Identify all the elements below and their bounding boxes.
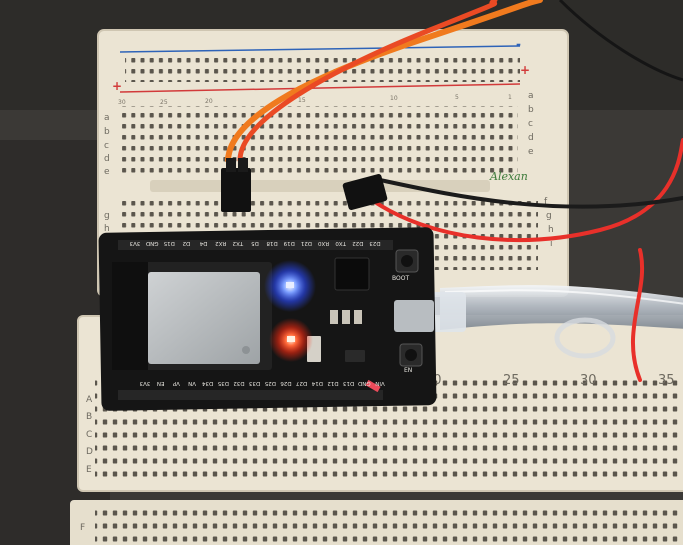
pin-bottom-gnd: GND (358, 380, 371, 386)
rail-plus-left: + (112, 79, 122, 93)
pin-top-rx0: RX0 (318, 240, 330, 246)
red-wire-1 (237, 0, 498, 163)
bottom-row-c: C (86, 430, 92, 440)
col-num-25: 25 (160, 99, 168, 106)
pin-bottom-d25: D25 (264, 380, 276, 386)
rail-blue-line (119, 45, 521, 53)
col-num-10: 10 (390, 95, 398, 102)
bottom-col-30: 30 (580, 373, 597, 388)
en-label: EN (404, 367, 412, 374)
bottom-row-d: D (86, 447, 93, 457)
pin-top-d18: D18 (266, 240, 278, 246)
col-num-15: 15 (298, 97, 306, 104)
pin-top-d21: D21 (301, 240, 312, 246)
row-a-right: a (528, 91, 534, 101)
pin-bottom-d32: D32 (233, 380, 244, 386)
col-num-1: 1 (508, 94, 512, 101)
pin-bottom-d26: D26 (280, 380, 292, 386)
pin-top-d22: D22 (352, 240, 363, 246)
pin-top-tx0: TX0 (335, 240, 347, 246)
pin-top-tx2: TX2 (233, 240, 245, 246)
pin-labels-bottom: D23 D22 TX0 RX0 D21 D19 D18 D5 TX2 RX2 D4 D2 D15 GND 3… (129, 240, 380, 246)
row-f-right: f (544, 197, 548, 207)
header-bottom (118, 390, 383, 400)
row-c-left: c (104, 141, 109, 151)
pin-top-d23: D23 (369, 240, 381, 246)
orange-wire (225, 0, 543, 163)
boot-label: BOOT (392, 275, 409, 282)
rail-red-line (119, 83, 521, 93)
esp32-board: BOOT EN (98, 227, 437, 411)
pin-top-d4: D4 (199, 240, 207, 246)
red-led (287, 336, 295, 342)
pin-top-d2: D2 (183, 240, 191, 246)
row-e-right: e (528, 147, 534, 157)
lower-breadboard-strip: F (70, 500, 683, 545)
pin-top-rx2: RX2 (215, 240, 226, 246)
pin-bottom-d33: D33 (249, 380, 261, 386)
pin-bottom-d34: D34 (202, 380, 214, 386)
terminal-holes-ae (118, 106, 518, 174)
bottom-row-f: F (80, 523, 85, 533)
row-g-right: g (546, 211, 552, 221)
rail-plus-right: + (520, 63, 530, 77)
pin-top-3v3: 3V3 (129, 240, 140, 246)
row-h-left: h (104, 224, 110, 234)
pin-bottom-d27: D27 (296, 380, 308, 386)
pin-bottom-3v3: 3V3 (139, 380, 150, 386)
pin-top-d19: D19 (283, 240, 295, 246)
red-wire-3 (631, 248, 645, 382)
row-b-left: b (104, 127, 110, 137)
bottom-row-a: A (86, 395, 93, 405)
red-wire-2 (370, 138, 683, 242)
row-c-right: c (528, 119, 533, 129)
dupont-connector-left (221, 168, 251, 212)
pin-bottom-vn: VN (188, 380, 196, 386)
usb-uart-chip (334, 257, 370, 291)
col-num-20: 20 (205, 98, 213, 105)
row-d-right: d (528, 133, 534, 143)
rail-minus-right: - (516, 37, 521, 51)
row-h-right: h (548, 225, 554, 235)
row-d-left: d (104, 154, 110, 164)
row-e-left: e (104, 167, 110, 177)
dupont-connector-right (342, 173, 388, 211)
pin-bottom-d12: D12 (327, 380, 338, 386)
row-b-right: b (528, 105, 534, 115)
bottom-col-35: 35 (658, 373, 675, 388)
breadboard-brand: Alexan (489, 170, 528, 183)
pin-bottom-en: EN (157, 380, 165, 386)
pin-bottom-vp: VP (172, 380, 180, 386)
antenna-area (112, 262, 148, 370)
row-a-left: a (104, 113, 110, 123)
col-num-5: 5 (455, 94, 459, 101)
bottom-row-e: E (86, 465, 92, 475)
pin-bottom-d13: D13 (343, 380, 355, 386)
bottom-col-25: 25 (503, 373, 520, 388)
micro-usb-port (394, 300, 434, 332)
col-num-30: 30 (118, 99, 126, 106)
bottom-row-b: B (86, 412, 92, 422)
pin-bottom-d35: D35 (217, 380, 229, 386)
header-top (118, 240, 393, 250)
blue-led (286, 282, 294, 288)
metal-shield (148, 272, 260, 364)
row-g-left: g (104, 211, 110, 221)
usb-cable (428, 285, 683, 359)
pin-bottom-d14: D14 (311, 380, 323, 386)
pin-bottom-vin: VIN (375, 380, 385, 386)
black-wire (378, 178, 683, 209)
row-i-right: i (550, 239, 553, 249)
pin-top-d15: D15 (163, 240, 175, 246)
pin-top-gnd: GND (146, 240, 159, 246)
pin-top-d5: D5 (251, 240, 259, 246)
jumper-wires (221, 0, 683, 382)
black-wire-top (558, 0, 683, 82)
usb-plug (428, 292, 466, 332)
